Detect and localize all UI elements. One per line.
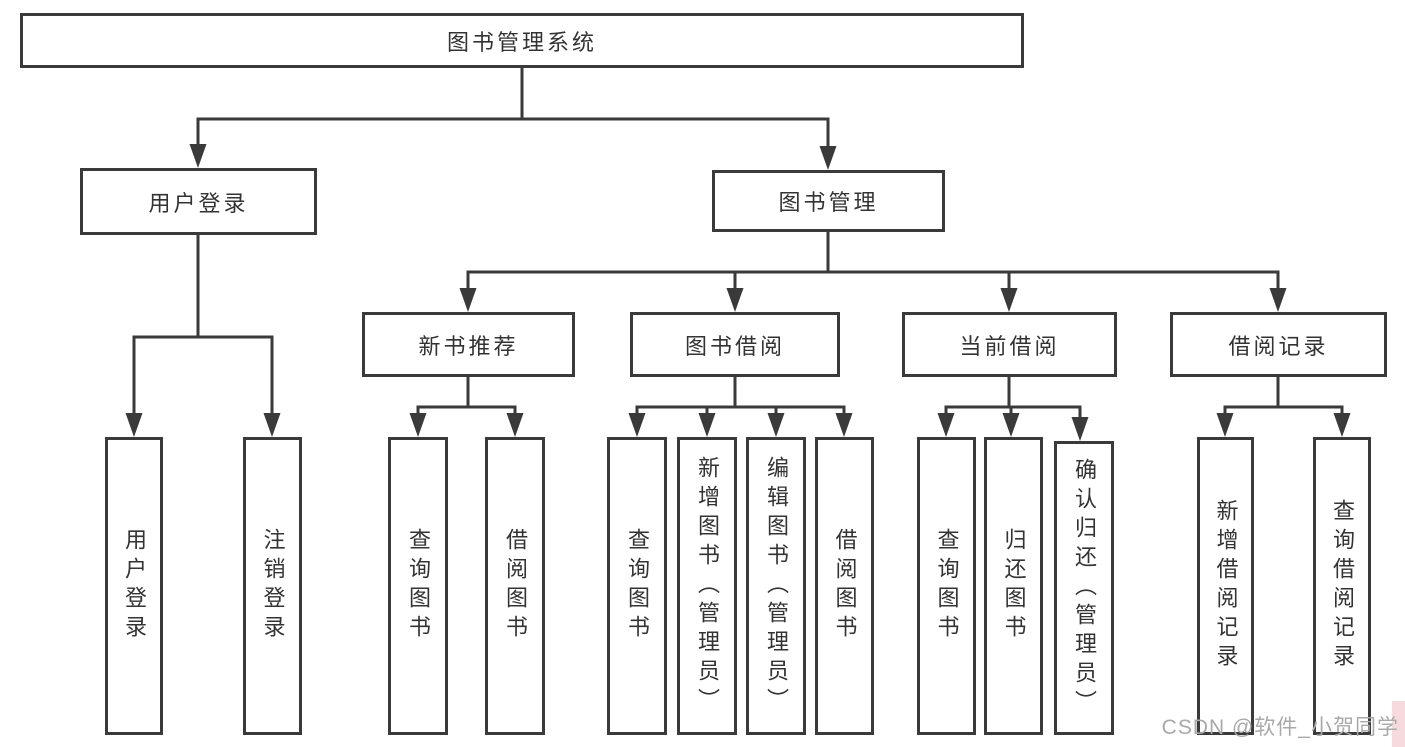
node-leaf-query-book-1: 查询图书 xyxy=(388,437,448,735)
node-leaf-add-record: 新增借阅记录 xyxy=(1197,437,1254,735)
node-label-leaf-borrow-book-1: 借阅图书 xyxy=(503,528,528,644)
arrowhead-icon xyxy=(506,413,524,437)
node-root: 图书管理系统 xyxy=(20,13,1024,68)
node-label-book-management: 图书管理 xyxy=(778,190,879,215)
node-label-leaf-confirm-return: 确认归还（管理员） xyxy=(1072,457,1097,719)
node-leaf-query-book-2: 查询图书 xyxy=(607,437,667,735)
arrowhead-icon xyxy=(459,288,477,312)
node-label-leaf-borrow-book-2: 借阅图书 xyxy=(832,528,858,644)
node-label-new-book-recommend: 新书推荐 xyxy=(418,333,519,359)
node-label-leaf-add-record: 新增借阅记录 xyxy=(1213,499,1239,673)
node-new-book-recommend: 新书推荐 xyxy=(362,312,575,377)
arrowhead-icon xyxy=(1000,288,1018,312)
node-book-management: 图书管理 xyxy=(712,170,945,232)
arrowhead-icon xyxy=(1216,413,1234,437)
node-label-borrowing-records: 借阅记录 xyxy=(1228,333,1329,359)
node-label-root: 图书管理系统 xyxy=(446,29,597,55)
node-current-borrowing: 当前借阅 xyxy=(902,312,1117,377)
watermark: CSDN @软件_小贺同学 xyxy=(1161,716,1399,739)
arrowhead-icon xyxy=(125,413,143,437)
arrowhead-icon xyxy=(819,146,837,170)
arrowhead-icon xyxy=(835,413,853,437)
node-label-book-borrowing: 图书借阅 xyxy=(684,333,785,359)
arrowhead-icon xyxy=(409,413,427,437)
node-borrowing-records: 借阅记录 xyxy=(1170,312,1387,377)
node-leaf-user-login: 用户登录 xyxy=(105,437,163,735)
node-leaf-query-book-3: 查询图书 xyxy=(917,437,976,735)
arrowhead-icon xyxy=(189,144,207,168)
arrowhead-icon xyxy=(263,413,281,437)
watermark-accent xyxy=(1392,701,1405,747)
node-label-leaf-logout: 注销登录 xyxy=(260,528,286,644)
arrowhead-icon xyxy=(1071,417,1089,441)
arrowhead-icon xyxy=(767,413,785,437)
node-leaf-borrow-book-2: 借阅图书 xyxy=(815,437,874,735)
node-book-borrowing: 图书借阅 xyxy=(630,312,840,377)
node-label-leaf-query-book-3: 查询图书 xyxy=(934,528,960,644)
node-label-user-login: 用户登录 xyxy=(148,190,249,216)
node-leaf-return-book: 归还图书 xyxy=(984,437,1043,735)
node-label-leaf-return-book: 归还图书 xyxy=(1001,528,1027,644)
node-label-leaf-add-book: 新增图书（管理员） xyxy=(695,455,720,717)
arrowhead-icon xyxy=(1333,413,1351,437)
arrowhead-icon xyxy=(1002,413,1020,437)
node-leaf-confirm-return: 确认归还（管理员） xyxy=(1054,441,1114,735)
node-label-leaf-user-login: 用户登录 xyxy=(122,528,147,644)
arrowhead-icon xyxy=(628,413,646,437)
node-leaf-logout: 注销登录 xyxy=(243,437,302,735)
arrowhead-icon xyxy=(726,288,744,312)
node-label-leaf-edit-book: 编辑图书（管理员） xyxy=(764,455,789,717)
node-leaf-edit-book: 编辑图书（管理员） xyxy=(746,437,806,735)
node-leaf-borrow-book-1: 借阅图书 xyxy=(485,437,545,735)
arrowhead-icon xyxy=(698,413,716,437)
arrowhead-icon xyxy=(1269,288,1287,312)
node-user-login: 用户登录 xyxy=(80,168,317,235)
node-leaf-query-record: 查询借阅记录 xyxy=(1313,437,1371,735)
node-leaf-add-book: 新增图书（管理员） xyxy=(677,437,737,735)
node-label-leaf-query-record: 查询借阅记录 xyxy=(1330,499,1355,673)
node-label-current-borrowing: 当前借阅 xyxy=(959,333,1060,359)
arrowhead-icon xyxy=(937,413,955,437)
node-label-leaf-query-book-2: 查询图书 xyxy=(625,528,650,644)
node-label-leaf-query-book-1: 查询图书 xyxy=(406,528,431,644)
